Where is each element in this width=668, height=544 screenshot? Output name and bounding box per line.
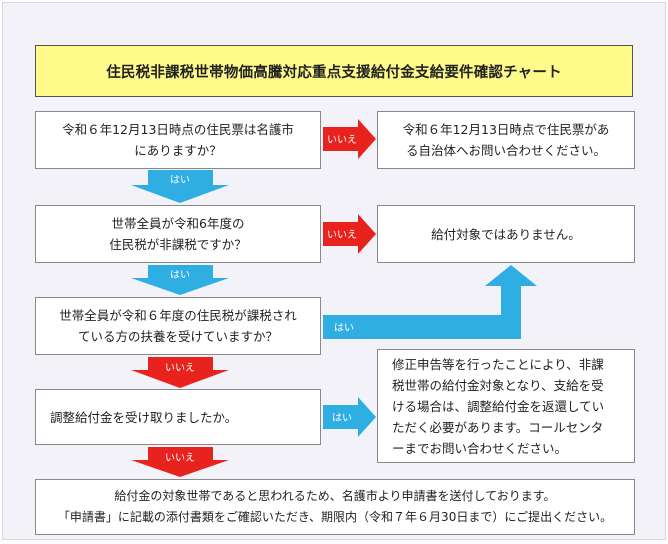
yes-arrow-q4: はい [323,397,376,437]
no-arrow-q4: いいえ [131,447,229,477]
no-arrow-q1: いいえ [323,119,376,159]
question-box-3: 世帯全員が令和６年度の住民税が課税され ている方の扶養を受けていますか？ [35,297,321,355]
no-arrow-q3: いいえ [131,357,229,388]
result-box-not-eligible: 給付対象ではありません。 [377,205,635,263]
no-label-3: いいえ [165,362,195,374]
yes-arrow-q1: はい [131,170,229,203]
result-box-refund-notice: 修正申告等を行ったことにより、非課 税世帯の給付金対象となり、支給を受 ける場合… [377,349,635,463]
yes-arrow-q3: はい [323,265,537,339]
question-box-2: 世帯全員が令和6年度の 住民税が非課税ですか？ [35,205,321,263]
result-box-outside-city: 令和６年12月13日時点で住民票があ る自治体へお問い合わせください。 [377,111,635,169]
question-box-1: 令和６年12月13日時点の住民票は名護市 にありますか？ [35,111,321,169]
final-result-box: 給付金の対象世帯であると思われるため、名護市より申請書を送付しております。 「申… [35,479,635,535]
yes-label-1: はい [170,174,190,186]
arrow-layer: いいえ はい いいえ はい はい いいえ はい [131,119,537,477]
no-arrow-q2: いいえ [323,214,376,254]
yes-arrow-q2: はい [131,265,229,295]
no-label-1: いいえ [327,134,357,146]
yes-label-4: はい [332,412,352,424]
no-label-2: いいえ [327,229,357,241]
no-label-4: いいえ [165,452,195,464]
yes-label-2: はい [170,269,190,281]
chart-title: 住民税非課税世帯物価高騰対応重点支援給付金支給要件確認チャート [35,45,633,97]
question-box-4: 調整給付金を受け取りましたか。 [35,389,321,445]
yes-label-3: はい [334,322,354,334]
